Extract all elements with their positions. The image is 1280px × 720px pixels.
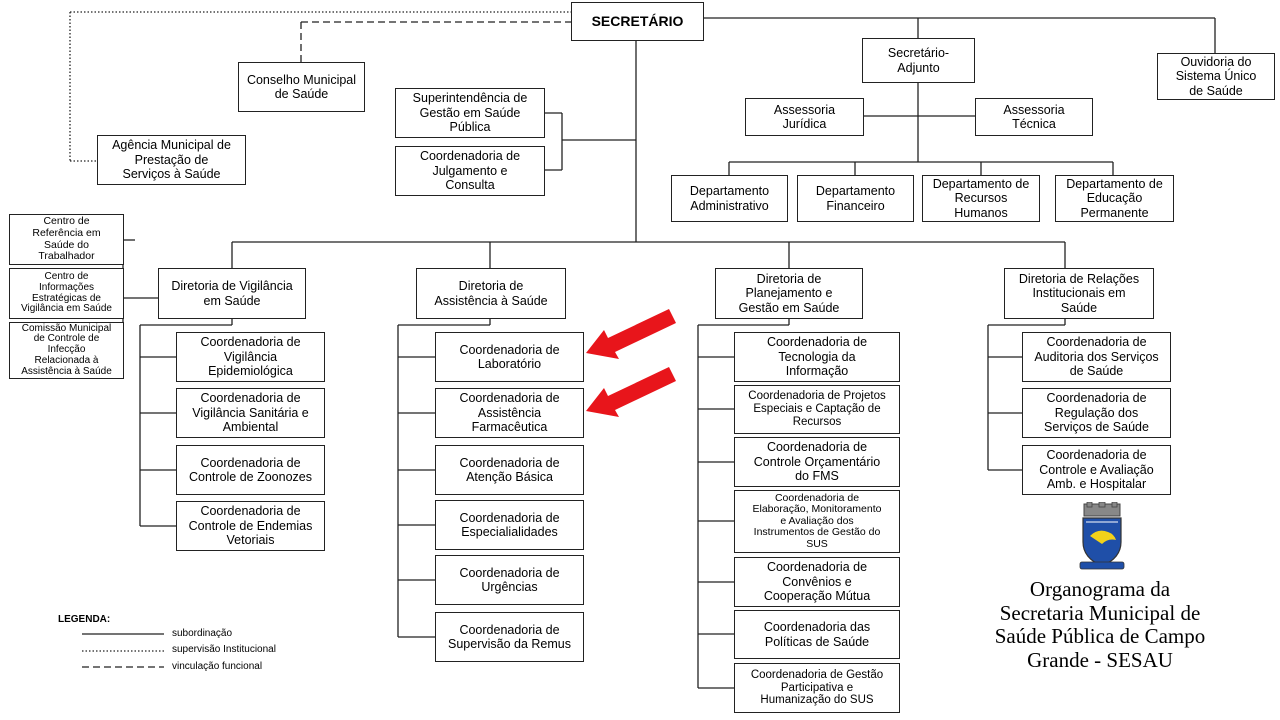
legend-title: LEGENDA: [58,614,111,625]
coord-julgamento-box: Coordenadoria de Julgamento e Consulta [395,146,545,196]
coord-laboratorio-box: Coordenadoria de Laboratório [435,332,584,382]
assessoria-juridica-box: Assessoria Jurídica [745,98,864,136]
diagram-caption: Organograma da Secretaria Municipal de S… [994,577,1206,673]
legend-supervisao: supervisão Institucional [172,644,276,655]
diretoria-planejamento-box: Diretoria de Planejamento e Gestão em Sa… [715,268,863,319]
coord-atencao-basica-box: Coordenadoria de Atenção Básica [435,445,584,495]
coord-especialidades-box: Coordenadoria de Especialialidades [435,500,584,550]
departamento-financeiro-box: Departamento Financeiro [797,175,914,222]
centro-referencia-box: Centro de Referência em Saúde do Trabalh… [9,214,124,265]
coord-projetos-box: Coordenadoria de Projetos Especiais e Ca… [734,385,900,434]
coord-elaboracao-box: Coordenadoria de Elaboração, Monitoramen… [734,490,900,553]
superintendencia-box: Superintendência de Gestão em Saúde Públ… [395,88,545,138]
coord-orcamentario-box: Coordenadoria de Controle Orçamentário d… [734,437,900,487]
diretoria-relacoes-box: Diretoria de Relações Institucionais em … [1004,268,1154,319]
coord-auditoria-box: Coordenadoria de Auditoria dos Serviços … [1022,332,1171,382]
secretario-adjunto-box: Secretário- Adjunto [862,38,975,83]
diretoria-assistencia-box: Diretoria de Assistência à Saúde [416,268,566,319]
coord-regulacao-box: Coordenadoria de Regulação dos Serviços … [1022,388,1171,438]
ouvidoria-box: Ouvidoria do Sistema Único de Saúde [1157,53,1275,100]
legend-subordinacao: subordinação [172,628,233,639]
red-arrows [586,309,676,417]
coat-of-arms-icon [1079,502,1125,570]
centro-informacoes-box: Centro de Informações Estratégicas de Vi… [9,268,124,319]
arrow-laboratorio [586,309,676,359]
diretoria-vigilancia-box: Diretoria de Vigilância em Saúde [158,268,306,319]
coord-convenios-box: Coordenadoria de Convênios e Cooperação … [734,557,900,607]
coord-controle-avaliacao-box: Coordenadoria de Controle e Avaliação Am… [1022,445,1171,495]
secretario-box: SECRETÁRIO [571,2,704,41]
departamento-rh-box: Departamento de Recursos Humanos [922,175,1040,222]
coord-urgencias-box: Coordenadoria de Urgências [435,555,584,605]
coord-politicas-box: Coordenadoria das Políticas de Saúde [734,610,900,659]
coord-supervisao-remus-box: Coordenadoria de Supervisão da Remus [435,612,584,662]
arrow-farmaceutica [586,367,676,417]
coord-vigilancia-epidemiologica-box: Coordenadoria de Vigilância Epidemiológi… [176,332,325,382]
coord-tecnologia-box: Coordenadoria de Tecnologia da Informaçã… [734,332,900,382]
conselho-box: Conselho Municipal de Saúde [238,62,365,112]
coord-vigilancia-sanitaria-box: Coordenadoria de Vigilância Sanitária e … [176,388,325,438]
coord-zoonozes-box: Coordenadoria de Controle de Zoonozes [176,445,325,495]
agencia-box: Agência Municipal de Prestação de Serviç… [97,135,246,185]
coord-farmaceutica-box: Coordenadoria de Assistência Farmacêutic… [435,388,584,438]
departamento-educacao-box: Departamento de Educação Permanente [1055,175,1174,222]
legend-vinculacao: vinculação funcional [172,661,263,672]
coord-gestao-participativa-box: Coordenadoria de Gestão Participativa e … [734,663,900,713]
departamento-administrativo-box: Departamento Administrativo [671,175,788,222]
coord-endemias-box: Coordenadoria de Controle de Endemias Ve… [176,501,325,551]
comissao-infeccao-box: Comissão Municipal de Controle de Infecç… [9,322,124,379]
assessoria-tecnica-box: Assessoria Técnica [975,98,1093,136]
